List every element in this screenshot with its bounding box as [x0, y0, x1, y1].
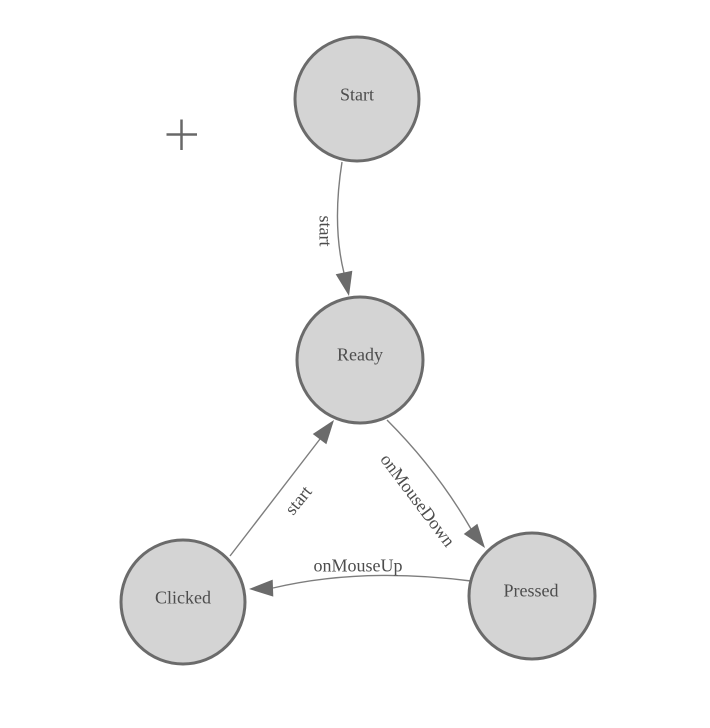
- edge-clicked-to-ready: start: [229, 420, 334, 557]
- node-label: Ready: [337, 344, 383, 364]
- edge-ready-to-pressed: onMouseDown: [376, 419, 485, 551]
- edge-line[interactable]: [336, 161, 345, 274]
- node-pressed: Pressed: [467, 531, 597, 661]
- arrowhead-icon: [312, 420, 334, 445]
- node-ready-circle[interactable]: [295, 295, 425, 425]
- arrowhead-icon: [463, 523, 485, 548]
- node-pressed-circle[interactable]: [467, 531, 597, 661]
- node-label: Pressed: [504, 580, 559, 600]
- arrowhead-icon: [249, 579, 274, 597]
- edge-label: start: [316, 216, 336, 247]
- edge-line[interactable]: [272, 574, 472, 589]
- node-start-circle[interactable]: [293, 35, 421, 163]
- crosshair-icon: [166, 119, 197, 150]
- edge-label: onMouseUp: [314, 555, 403, 575]
- edge-line[interactable]: [386, 419, 472, 530]
- node-clicked-circle[interactable]: [119, 538, 247, 666]
- edge-line[interactable]: [229, 438, 321, 557]
- edge-pressed-to-clicked: onMouseUp: [249, 555, 472, 597]
- node-start: Start: [293, 35, 421, 163]
- arrowhead-icon: [335, 270, 353, 296]
- edge-label: onMouseDown: [376, 450, 459, 551]
- node-ready: Ready: [295, 295, 425, 425]
- edge-start-to-ready: start: [316, 161, 353, 296]
- edge-label: start: [281, 482, 316, 519]
- node-clicked: Clicked: [119, 538, 247, 666]
- node-label: Clicked: [155, 587, 211, 607]
- node-label: Start: [340, 84, 374, 104]
